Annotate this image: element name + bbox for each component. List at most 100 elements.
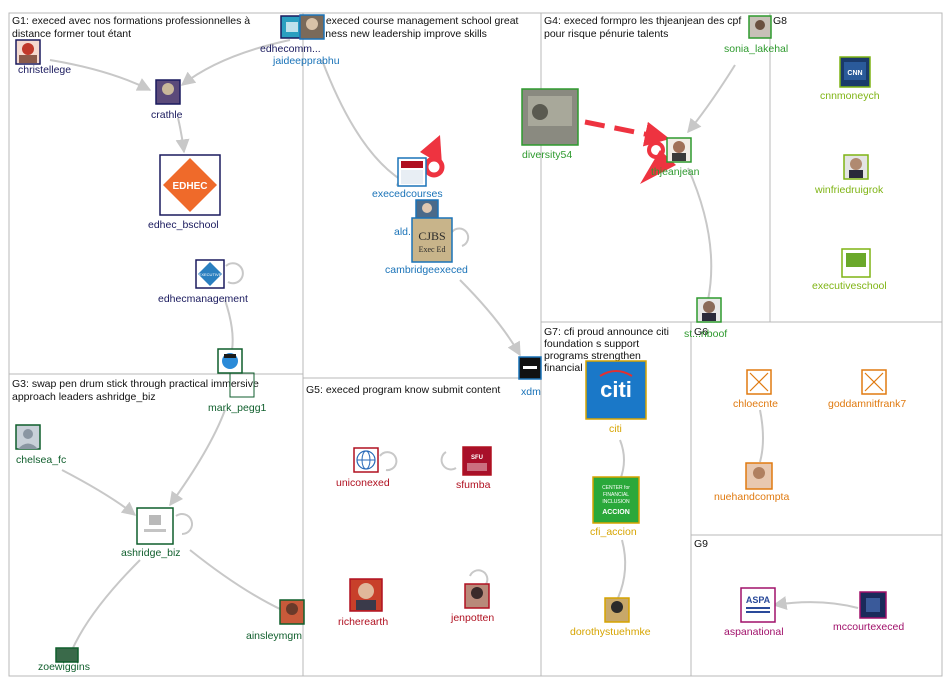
person-avatar	[611, 601, 623, 613]
edge-diversity-thjeanjean	[584, 119, 670, 147]
svg-text:zoewiggins: zoewiggins	[38, 661, 90, 673]
node-mccourtexeced[interactable]: mccourtexeced	[833, 591, 904, 633]
svg-text:G9: G9	[694, 538, 708, 550]
group-panels	[8, 12, 943, 677]
node-sonia-lakehal[interactable]: sonia_lakehal	[724, 15, 788, 55]
person-avatar	[753, 467, 765, 479]
svg-text:CJBS: CJBS	[418, 229, 445, 243]
node-cambridgeexeced[interactable]: CJBS Exec Ed cambridgeexeced	[385, 217, 468, 276]
node-ashridge-biz[interactable]: ashridge_biz	[121, 507, 181, 559]
svg-text:G5: execed program know submit: G5: execed program know submit content	[306, 384, 500, 396]
node-chloecnte[interactable]: chloecnte	[733, 369, 778, 410]
person-avatar	[703, 301, 715, 313]
node-cfi-accion[interactable]: CENTER for FINANCIAL INCLUSION ACCION cf…	[590, 476, 640, 538]
logo	[846, 253, 866, 267]
node-stephen[interactable]: st...nboof	[684, 297, 727, 340]
broken-image-icon	[749, 372, 769, 392]
logo	[149, 515, 161, 525]
svg-text:edhec_bschool: edhec_bschool	[148, 219, 219, 231]
svg-text:richerearth: richerearth	[338, 616, 388, 628]
node-richerearth[interactable]: richerearth	[338, 578, 388, 628]
node-cnnmoneych[interactable]: CNN cnnmoneych	[820, 56, 880, 102]
node-winfriedruigrok[interactable]: winfriedruigrok	[814, 154, 884, 196]
svg-text:xdm: xdm	[521, 386, 541, 398]
node-ainsleymgm[interactable]: ainsleymgm	[246, 599, 305, 642]
svg-text:ashridge_biz: ashridge_biz	[121, 547, 181, 559]
svg-text:execedcourses: execedcourses	[372, 188, 443, 200]
node-chelsea-fc[interactable]: chelsea_fc	[15, 424, 66, 466]
svg-text:EXECUTIVE: EXECUTIVE	[199, 272, 222, 277]
svg-text:G4: execed formpro les thjeanj: G4: execed formpro les thjeanjean des cp…	[544, 15, 741, 40]
svg-text:mark_pegg1: mark_pegg1	[208, 402, 267, 414]
loop-edhecmanagement	[225, 262, 244, 285]
person-avatar	[22, 43, 34, 55]
person-avatar	[358, 583, 374, 599]
edge-crathle-edhecbschool	[175, 117, 190, 154]
node-zoewiggins[interactable]: zoewiggins	[38, 647, 90, 673]
node-mark-pegg1[interactable]: mark_pegg1	[208, 348, 267, 414]
node-edhecomm[interactable]: edhecomm...	[260, 15, 321, 55]
node-aspanational[interactable]: ASPA aspanational	[724, 587, 784, 638]
logo	[286, 22, 298, 32]
svg-text:edhecmanagement: edhecmanagement	[158, 293, 248, 305]
person-avatar	[286, 603, 298, 615]
node-crathle[interactable]: crathle	[151, 79, 183, 121]
svg-text:EDHEC: EDHEC	[172, 181, 207, 192]
logo	[844, 62, 866, 80]
logo: CENTER for	[602, 485, 630, 491]
edge-mccourt-aspa	[772, 596, 859, 611]
svg-text:cnnmoneych: cnnmoneych	[820, 90, 880, 102]
svg-text:jenpotten: jenpotten	[450, 612, 494, 624]
edge-citi-cfi	[619, 439, 625, 481]
node-thjeanjean[interactable]: thjeanjean	[651, 137, 700, 178]
edge-chelsea-ashridge	[61, 469, 137, 516]
svg-text:Exec Ed: Exec Ed	[419, 245, 446, 254]
svg-text:CNN: CNN	[847, 70, 862, 77]
node-jenpotten[interactable]: jenpotten	[450, 583, 494, 624]
node-uniconexed[interactable]: uniconexed	[336, 447, 390, 489]
svg-text:st...nboof: st...nboof	[684, 328, 727, 340]
svg-text:jaideepprabhu: jaideepprabhu	[272, 55, 340, 67]
panel-g6	[690, 321, 943, 536]
node-jaideepprabhu[interactable]: jaideepprabhu	[272, 14, 340, 67]
person-avatar	[23, 429, 33, 439]
svg-text:G2: execed course management s: G2: execed course management school grea…	[306, 15, 519, 40]
node-edhec-bschool[interactable]: EDHEC edhec_bschool	[148, 154, 221, 231]
node-diversity54[interactable]: diversity54	[521, 88, 579, 161]
svg-text:chelsea_fc: chelsea_fc	[16, 454, 66, 466]
node-sfumba[interactable]: SFU sfumba	[456, 446, 492, 491]
logo	[866, 598, 880, 612]
logo	[523, 366, 537, 369]
edge-ashridge-zoe	[71, 559, 141, 651]
node-xdm[interactable]: xdm	[518, 356, 542, 398]
svg-text:goddamnitfrank7: goddamnitfrank7	[828, 398, 906, 410]
edge-cambridge-xdm	[459, 279, 521, 357]
node-christellege[interactable]: christellege	[15, 39, 71, 76]
svg-text:chloecnte: chloecnte	[733, 398, 778, 410]
node-nuehandcompta[interactable]: nuehandcompta	[714, 462, 789, 503]
svg-text:thjeanjean: thjeanjean	[651, 166, 700, 178]
edge-jaideep-execedcourses	[321, 59, 412, 186]
edhec-logo	[163, 158, 217, 212]
loop-sfumba	[440, 451, 457, 471]
edge-cfi-dorothy	[617, 539, 627, 599]
logo	[198, 262, 222, 286]
person-avatar	[162, 83, 174, 95]
edge-edhecomm-crathle	[180, 39, 291, 86]
svg-text:edhecomm...: edhecomm...	[260, 43, 321, 55]
edge-christellege-crathle	[49, 59, 152, 91]
node-edhecmanagement[interactable]: EXECUTIVE edhecmanagement	[158, 259, 248, 305]
node-citi[interactable]: citi citi	[585, 360, 647, 435]
svg-text:cambridgeexeced: cambridgeexeced	[385, 264, 468, 276]
node-dorothystuehmke[interactable]: dorothystuehmke	[570, 597, 651, 638]
node-execedcourses[interactable]: execedcourses	[372, 157, 443, 200]
svg-text:christellege: christellege	[18, 64, 71, 76]
node-executiveschool[interactable]: executiveschool	[812, 248, 887, 292]
svg-text:FINANCIAL: FINANCIAL	[603, 492, 629, 498]
svg-text:cfi_accion: cfi_accion	[590, 526, 637, 538]
svg-text:ACCION: ACCION	[602, 509, 630, 516]
node-goddamnitfrank7[interactable]: goddamnitfrank7	[828, 369, 906, 410]
loop-uniconexed	[379, 451, 398, 472]
svg-text:crathle: crathle	[151, 109, 183, 121]
